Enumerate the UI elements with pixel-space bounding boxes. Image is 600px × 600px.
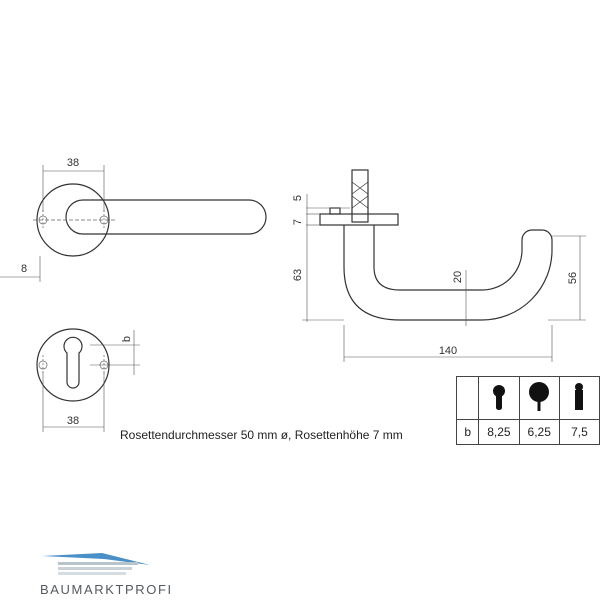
logo-roof-icon bbox=[42, 553, 150, 575]
logo-text: BAUMARKTPROFI bbox=[40, 582, 173, 597]
dim-rosette-width-top: 38 bbox=[67, 157, 79, 169]
value-bit-key: 7,5 bbox=[558, 419, 600, 445]
baumarktprofi-logo: BAUMARKTPROFI bbox=[40, 550, 180, 597]
dimension-lines-keyhole bbox=[42, 330, 140, 432]
dim-handle-length: 140 bbox=[439, 345, 457, 357]
bit-key-cell bbox=[558, 376, 600, 420]
rosette-plate bbox=[319, 213, 399, 226]
rosette-caption: Rosettendurchmesser 50 mm ø, Rosettenhöh… bbox=[120, 428, 403, 442]
bit-key-icon bbox=[575, 382, 584, 410]
value-round-key: 6,25 bbox=[518, 419, 560, 445]
table-row-label: b bbox=[455, 419, 480, 445]
round-key-icon bbox=[529, 381, 550, 411]
table-value-row: b 8,25 6,25 7,5 bbox=[455, 419, 600, 445]
profile-cylinder-icon bbox=[492, 384, 505, 410]
handle-outline bbox=[65, 199, 267, 235]
rosette-neck bbox=[329, 207, 341, 215]
dim-plate-height: 5 bbox=[292, 195, 304, 201]
handle-lever-outline bbox=[343, 225, 553, 321]
dim-keyhole-b: b bbox=[121, 336, 133, 342]
handle-side-view bbox=[319, 169, 553, 321]
rosette-screw-marks bbox=[33, 210, 115, 230]
keyhole-outline bbox=[63, 336, 83, 389]
b-dimension-table: b 8,25 6,25 7,5 bbox=[455, 376, 600, 445]
dim-rosette-height: 7 bbox=[292, 219, 304, 225]
table-icon-row bbox=[455, 376, 600, 420]
table-corner-cell bbox=[455, 376, 480, 420]
dim-rosette-offset: 8 bbox=[21, 263, 27, 275]
dimension-lines-side bbox=[302, 194, 586, 362]
round-key-cell bbox=[518, 376, 560, 420]
dimension-lines-top bbox=[0, 165, 105, 282]
value-profile-cylinder: 8,25 bbox=[478, 419, 520, 445]
profile-cylinder-cell bbox=[478, 376, 520, 420]
dim-handle-height: 63 bbox=[292, 269, 304, 281]
dim-handle-depth: 56 bbox=[567, 272, 579, 284]
dim-grip-diameter: 20 bbox=[452, 271, 464, 283]
dim-rosette-width-bottom: 38 bbox=[67, 415, 79, 427]
